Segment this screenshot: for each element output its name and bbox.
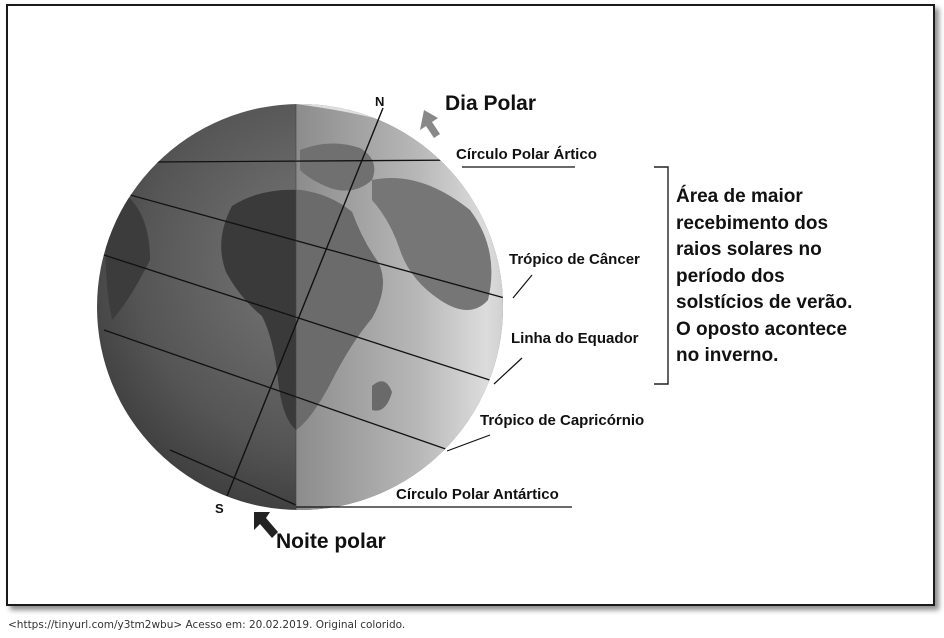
earth-axis	[226, 107, 384, 497]
polar-day-arrow-icon	[420, 110, 440, 138]
madagascar-shape	[372, 381, 392, 411]
capricorn-leader	[446, 434, 491, 452]
note-bracket	[654, 166, 669, 385]
arctic-circle-label: Círculo Polar Ártico	[456, 146, 597, 163]
note-line: solstícios de verão.	[676, 292, 853, 313]
tropic-cancer-line	[111, 189, 503, 301]
note-line: recebimento dos	[676, 212, 829, 234]
tropic-capricorn-label: Trópico de Capricórnio	[480, 412, 644, 429]
tropic-capricorn-line	[103, 329, 461, 455]
africa-day-shape	[296, 190, 383, 430]
latitude-lines	[103, 159, 503, 506]
asia-shape	[372, 178, 492, 310]
source-caption: <https://tinyurl.com/y3tm2wbu> Acesso em…	[8, 619, 406, 631]
antarctic-circle-line	[169, 449, 297, 506]
solstice-note: Área de maior recebimento dos raios sola…	[676, 184, 926, 370]
equator-line	[103, 254, 503, 385]
day-hemisphere	[296, 104, 503, 510]
note-line: O oposto acontece	[676, 318, 848, 340]
americas-shape	[105, 190, 150, 320]
globe	[97, 104, 503, 510]
polar-day-label: Dia Polar	[445, 92, 536, 115]
note-line: período dos	[676, 265, 785, 287]
polar-night-arrow-icon	[254, 512, 278, 538]
equator-leader	[493, 357, 523, 385]
note-line: raios solares no	[676, 239, 822, 260]
europe-shape	[300, 143, 375, 191]
antarctic-circle-label: Círculo Polar Antártico	[396, 486, 559, 503]
equator-label: Linha do Equador	[511, 330, 639, 347]
earth-solstice-diagram: N S Dia Polar Noite polar Círculo Polar …	[97, 92, 669, 553]
tropic-cancer-label: Trópico de Câncer	[509, 251, 640, 268]
note-line: Área de maior	[676, 186, 803, 207]
cancer-leader	[512, 274, 533, 299]
south-label: S	[215, 501, 224, 516]
note-line: no inverno.	[676, 345, 779, 366]
north-label: N	[375, 94, 384, 109]
leader-lines	[296, 166, 575, 508]
arctic-circle-line	[149, 159, 471, 163]
polar-night-label: Noite polar	[276, 530, 386, 553]
